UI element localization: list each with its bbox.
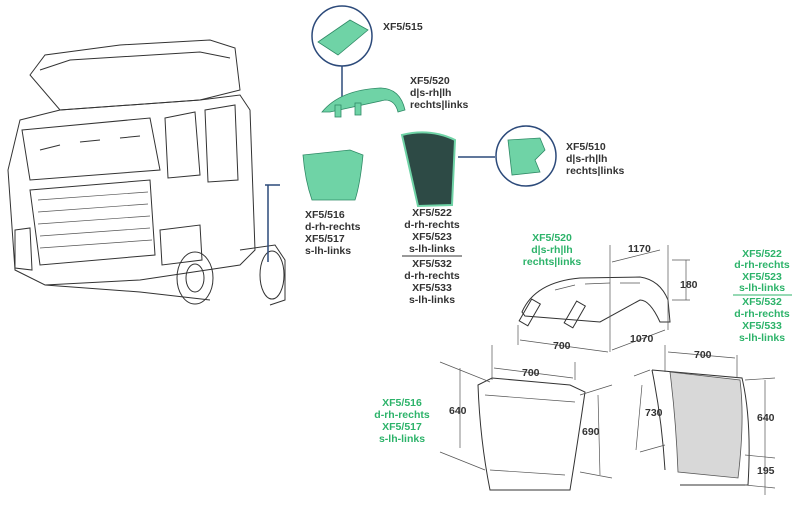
label-xf5-522-side: d-rh-rechts bbox=[404, 219, 460, 231]
green-label-xf5-533: XF5/533 bbox=[742, 320, 782, 332]
green-label-517-side: s-lh-links bbox=[379, 433, 425, 445]
green-label-516-side: d-rh-rechts bbox=[374, 409, 430, 421]
label-xf5-515: XF5/515 bbox=[383, 21, 423, 33]
top-fender-drawing bbox=[517, 245, 690, 353]
part-520-icon bbox=[321, 87, 406, 113]
label-xf5-522: XF5/522 bbox=[412, 207, 452, 219]
green-label-xf5-532: XF5/532 bbox=[742, 296, 782, 308]
label-xf5-532-side: d-rh-rechts bbox=[404, 270, 460, 282]
dim-rear-flap: 195 bbox=[757, 465, 775, 477]
part-510-icon bbox=[507, 137, 546, 176]
label-xf5-510-desc: rechts|links bbox=[566, 165, 625, 177]
label-xf5-510-side: d|s-rh|lh bbox=[566, 153, 607, 165]
label-xf5-516: XF5/516 bbox=[305, 209, 345, 221]
green-label-xf5-520: XF5/520 bbox=[532, 232, 572, 244]
dim-front-length: 690 bbox=[582, 426, 600, 438]
label-xf5-532: XF5/532 bbox=[412, 258, 452, 270]
label-xf5-520-desc: rechts|links bbox=[410, 99, 469, 111]
dim-top-length: 1170 bbox=[628, 243, 651, 255]
label-xf5-533-side: s-lh-links bbox=[409, 294, 455, 306]
label-group-522: XF5/522 d-rh-rechts XF5/523 s-lh-links X… bbox=[404, 207, 460, 306]
label-xf5-510: XF5/510 bbox=[566, 141, 606, 153]
label-xf5-520: XF5/520 bbox=[410, 75, 450, 87]
label-xf5-533: XF5/533 bbox=[412, 282, 452, 294]
green-label-533-side: s-lh-links bbox=[739, 332, 785, 344]
dim-top-width: 700 bbox=[553, 340, 571, 352]
dim-front-width: 700 bbox=[522, 367, 540, 379]
green-label-532-side: d-rh-rechts bbox=[734, 308, 790, 320]
part-520-strut bbox=[354, 102, 362, 116]
green-label-520-desc: rechts|links bbox=[523, 256, 582, 268]
label-group-right-522: XF5/522 d-rh-rechts XF5/523 s-lh-links X… bbox=[734, 248, 790, 344]
green-label-xf5-516: XF5/516 bbox=[382, 397, 422, 409]
front-mudguard-drawing bbox=[439, 345, 613, 491]
dim-top-depth: 1070 bbox=[630, 333, 654, 345]
part-522-icon bbox=[400, 131, 457, 208]
green-label-xf5-523: XF5/523 bbox=[742, 271, 782, 283]
label-xf5-523-side: s-lh-links bbox=[409, 243, 455, 255]
green-label-520-side: d|s-rh|lh bbox=[531, 244, 572, 256]
dim-rear-arc: 730 bbox=[645, 407, 663, 419]
truck-illustration bbox=[7, 39, 286, 306]
label-group-top-520: XF5/520 d|s-rh|lh rechts|links bbox=[523, 232, 582, 268]
part-515-icon bbox=[317, 19, 369, 56]
label-xf5-520-side: d|s-rh|lh bbox=[410, 87, 451, 99]
callout-line-truck bbox=[265, 184, 280, 262]
label-xf5-523: XF5/523 bbox=[412, 231, 452, 243]
part-520-strut bbox=[334, 104, 342, 118]
dim-front-height: 640 bbox=[449, 405, 467, 417]
part-516-icon bbox=[302, 149, 364, 201]
callout-circle-510 bbox=[495, 125, 557, 187]
green-label-xf5-522: XF5/522 bbox=[742, 248, 782, 260]
dim-top-height: 180 bbox=[680, 279, 698, 291]
dim-rear-height: 640 bbox=[757, 412, 775, 424]
label-xf5-517: XF5/517 bbox=[305, 233, 345, 245]
label-group-left-516: XF5/516 d-rh-rechts XF5/517 s-lh-links bbox=[374, 397, 430, 445]
label-xf5-516-side: d-rh-rechts bbox=[305, 221, 361, 233]
dim-rear-width: 700 bbox=[694, 349, 712, 361]
green-label-xf5-517: XF5/517 bbox=[382, 421, 422, 433]
rear-flap-drawing bbox=[633, 345, 776, 495]
label-xf5-517-side: s-lh-links bbox=[305, 245, 351, 257]
green-label-522-side: d-rh-rechts bbox=[734, 259, 790, 271]
green-label-523-side: s-lh-links bbox=[739, 282, 785, 294]
